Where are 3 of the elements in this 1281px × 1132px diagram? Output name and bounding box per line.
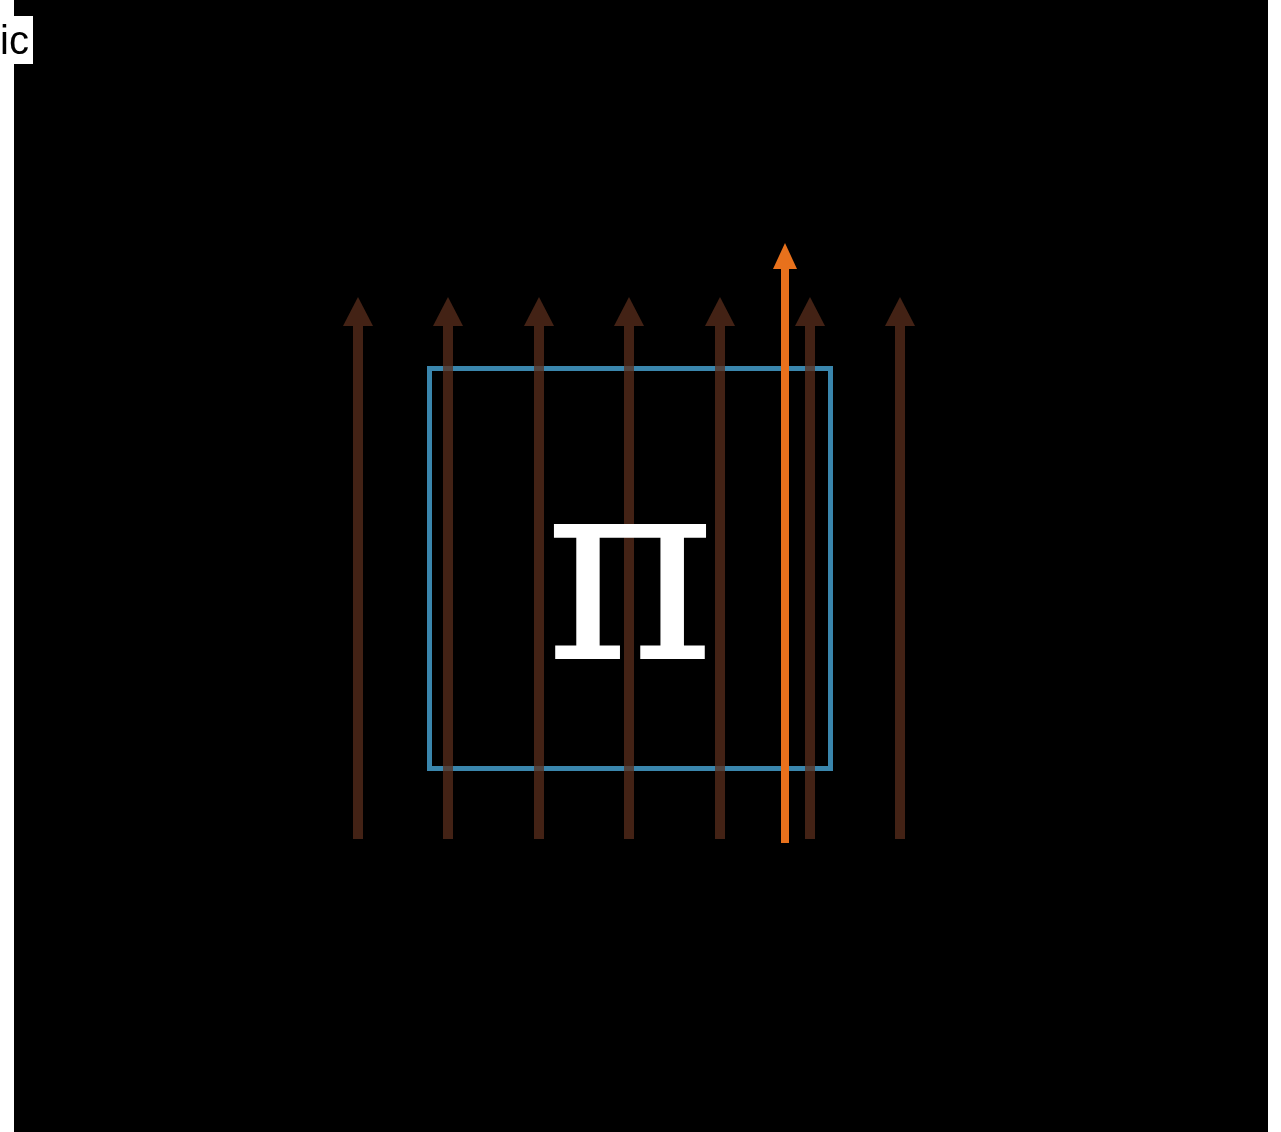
pi-symbol: π [544, 438, 716, 699]
field-region-box [427, 366, 833, 771]
title-fragment: ic [0, 16, 33, 64]
